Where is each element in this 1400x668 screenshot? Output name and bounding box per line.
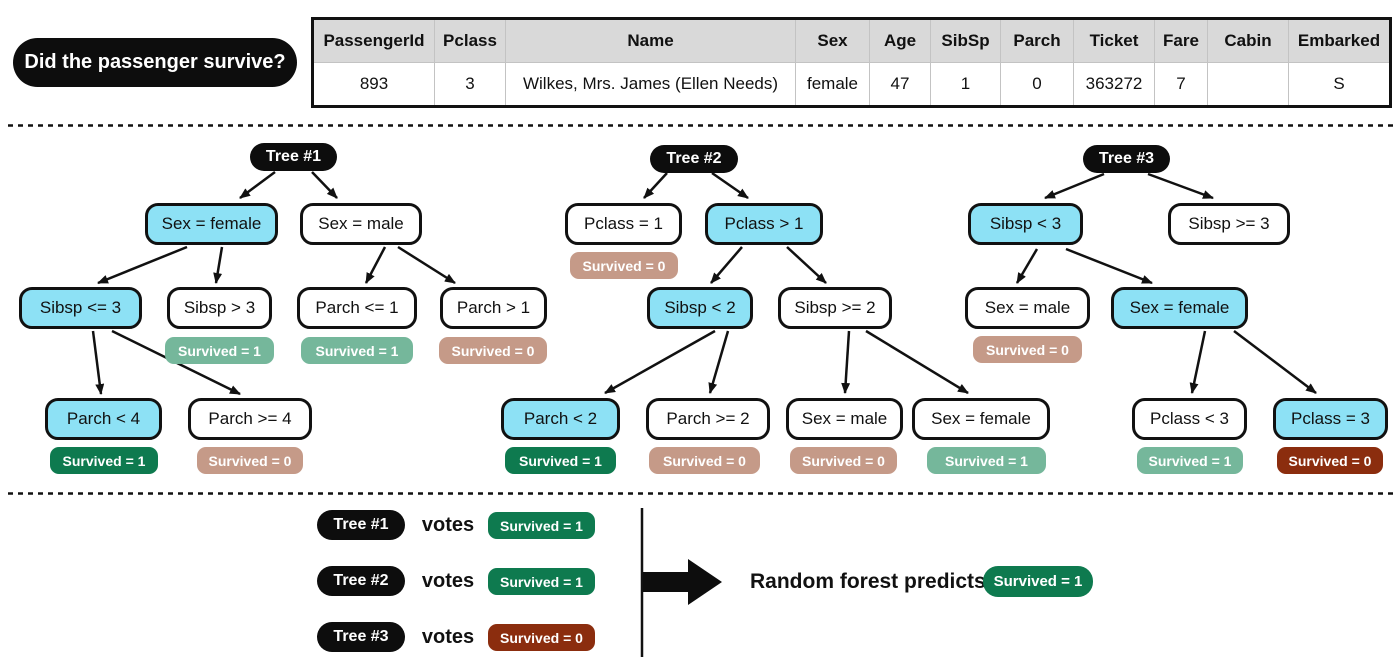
tree1-node-parch-gt1: Parch > 1 — [440, 287, 547, 329]
cell-pclass: 3 — [434, 62, 506, 107]
edge — [364, 246, 387, 284]
tree1-result-parch-le1: Survived = 1 — [301, 337, 413, 364]
tree1-node-parch-lt4: Parch < 4 — [45, 398, 162, 440]
edge — [1065, 247, 1153, 285]
cell-sex: female — [795, 62, 870, 107]
edge — [1015, 248, 1039, 284]
final-prediction-result: Survived = 1 — [983, 566, 1093, 597]
question-pill: Did the passenger survive? — [13, 38, 297, 87]
tree2-node-pclass-eq1: Pclass = 1 — [565, 203, 682, 245]
edge — [311, 171, 338, 199]
tree3-node-sibsp-lt3: Sibsp < 3 — [968, 203, 1083, 245]
edge — [397, 245, 456, 285]
col-sex: Sex — [795, 18, 870, 63]
edge — [711, 171, 749, 200]
vote-tree3-pill: Tree #3 — [317, 622, 405, 652]
cell-cabin — [1207, 62, 1289, 107]
cell-fare: 7 — [1154, 62, 1208, 107]
tree1-node-sibsp-gt3: Sibsp > 3 — [167, 287, 272, 329]
edge — [708, 330, 730, 394]
edge — [1189, 330, 1207, 394]
vote-tree1-pill: Tree #1 — [317, 510, 405, 540]
tree1-result-parch-ge4: Survived = 0 — [197, 447, 303, 474]
tree1-node-sex-male: Sex = male — [300, 203, 422, 245]
table-row: 893 3 Wilkes, Mrs. James (Ellen Needs) f… — [312, 62, 1391, 107]
cell-parch: 0 — [1000, 62, 1074, 107]
edge — [1147, 172, 1214, 200]
tree1-node-parch-le1: Parch <= 1 — [297, 287, 417, 329]
tree3-node-pclass-lt3: Pclass < 3 — [1132, 398, 1247, 440]
tree1-node-sex-female: Sex = female — [145, 203, 278, 245]
cell-sibsp: 1 — [930, 62, 1001, 107]
vote-tree2-verb: votes — [421, 570, 475, 592]
col-passengerid: PassengerId — [312, 18, 435, 63]
col-age: Age — [869, 18, 931, 63]
tree2-result-pclass-eq1: Survived = 0 — [570, 252, 678, 279]
edge — [710, 246, 743, 284]
tree3-node-sibsp-ge3: Sibsp >= 3 — [1168, 203, 1290, 245]
col-fare: Fare — [1154, 18, 1208, 63]
cell-embarked: S — [1288, 62, 1391, 107]
col-cabin: Cabin — [1207, 18, 1289, 63]
cell-passengerid: 893 — [312, 62, 435, 107]
big-right-arrow-icon — [643, 559, 722, 605]
edge — [865, 329, 969, 395]
col-sibsp: SibSp — [930, 18, 1001, 63]
tree2-node-sex-female: Sex = female — [912, 398, 1050, 440]
edge — [97, 245, 188, 285]
tree3-result-pclass-lt3: Survived = 1 — [1137, 447, 1243, 474]
tree3-node-pclass-eq3: Pclass = 3 — [1273, 398, 1388, 440]
tree1-title: Tree #1 — [250, 143, 337, 171]
tree3-node-sex-female: Sex = female — [1111, 287, 1248, 329]
edge — [643, 172, 668, 199]
tree2-result-sex-female: Survived = 1 — [927, 447, 1046, 474]
col-ticket: Ticket — [1073, 18, 1155, 63]
tree3-result-sex-male: Survived = 0 — [973, 336, 1082, 363]
tree2-node-sibsp-lt2: Sibsp < 2 — [647, 287, 753, 329]
tree3-title: Tree #3 — [1083, 145, 1170, 173]
tree2-result-parch-ge2: Survived = 0 — [649, 447, 760, 474]
edge — [841, 330, 851, 394]
edge — [239, 170, 276, 200]
vote-tree1-result: Survived = 1 — [488, 512, 595, 539]
final-prediction-label: Random forest predicts — [750, 570, 986, 593]
cell-age: 47 — [869, 62, 931, 107]
tree2-node-pclass-gt1: Pclass > 1 — [705, 203, 823, 245]
tree2-result-sex-male: Survived = 0 — [790, 447, 897, 474]
tree3-node-sex-male: Sex = male — [965, 287, 1090, 329]
tree2-result-parch-lt2: Survived = 1 — [505, 447, 616, 474]
vote-tree1-verb: votes — [421, 514, 475, 536]
table-header-row: PassengerId Pclass Name Sex Age SibSp Pa… — [312, 18, 1391, 63]
tree3-result-pclass-eq3: Survived = 0 — [1277, 447, 1383, 474]
tree2-title: Tree #2 — [650, 145, 738, 173]
edge — [786, 246, 827, 284]
col-parch: Parch — [1000, 18, 1074, 63]
vote-tree3-result: Survived = 0 — [488, 624, 595, 651]
cell-name: Wilkes, Mrs. James (Ellen Needs) — [505, 62, 796, 107]
tree1-result-parch-lt4: Survived = 1 — [50, 447, 158, 474]
edge — [1044, 172, 1105, 200]
tree2-node-parch-lt2: Parch < 2 — [501, 398, 620, 440]
tree1-node-sibsp-le3: Sibsp <= 3 — [19, 287, 142, 329]
cell-ticket: 363272 — [1073, 62, 1155, 107]
col-pclass: Pclass — [434, 18, 506, 63]
edge — [91, 330, 105, 395]
col-name: Name — [505, 18, 796, 63]
vote-tree2-result: Survived = 1 — [488, 568, 595, 595]
tree1-node-parch-ge4: Parch >= 4 — [188, 398, 312, 440]
col-embarked: Embarked — [1288, 18, 1391, 63]
tree1-result-sibsp-gt3: Survived = 1 — [165, 337, 274, 364]
tree2-node-sibsp-ge2: Sibsp >= 2 — [778, 287, 892, 329]
tree2-node-parch-ge2: Parch >= 2 — [646, 398, 770, 440]
edge — [1233, 330, 1317, 394]
edge — [213, 246, 224, 284]
tree1-result-parch-gt1: Survived = 0 — [439, 337, 547, 364]
tree2-node-sex-male: Sex = male — [786, 398, 903, 440]
vote-tree2-pill: Tree #2 — [317, 566, 405, 596]
passenger-table: PassengerId Pclass Name Sex Age SibSp Pa… — [311, 17, 1392, 108]
vote-tree3-verb: votes — [421, 626, 475, 648]
edge — [604, 329, 716, 395]
